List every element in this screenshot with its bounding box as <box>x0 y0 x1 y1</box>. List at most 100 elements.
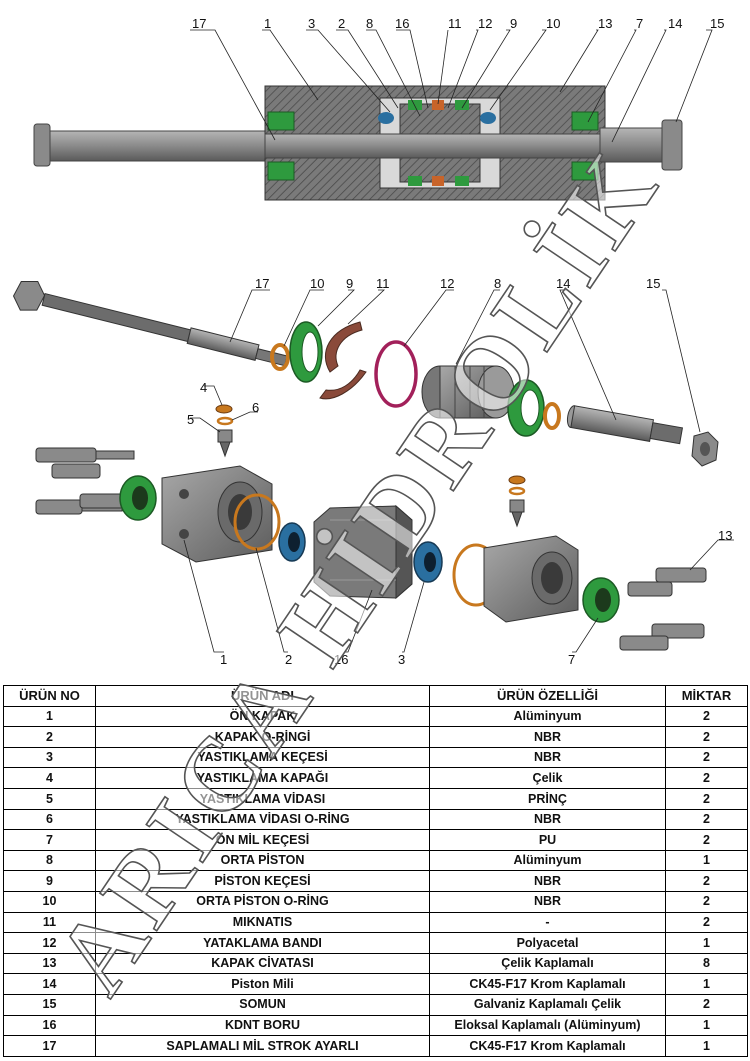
part-10-oring <box>270 343 290 371</box>
cell-no: 2 <box>3 726 96 748</box>
section-callout-9: 9 <box>510 16 517 31</box>
cell-qty: 8 <box>665 952 748 975</box>
cell-spec: NBR <box>429 808 666 831</box>
cushion-seal-left <box>378 112 394 124</box>
section-callouts <box>190 29 713 143</box>
exploded-callout-1: 1 <box>220 652 227 667</box>
part-11-magnet-b <box>319 369 367 400</box>
cell-qty: 2 <box>665 993 748 1016</box>
cell-name: ORTA PİSTON <box>95 849 430 872</box>
front-seal-left-b <box>267 161 295 181</box>
cell-name: ORTA PİSTON O-RİNG <box>95 890 430 913</box>
cell-spec: Alüminyum <box>429 705 666 728</box>
section-callout-13: 13 <box>598 16 612 31</box>
header-part-spec: ÜRÜN ÖZELLİĞİ <box>429 685 666 707</box>
cell-name: KDNT BORU <box>95 1014 430 1037</box>
section-callout-12: 12 <box>478 16 492 31</box>
cell-name: YASTIKLAMA VİDASI O-RİNG <box>95 808 430 831</box>
cell-spec: CK45-F17 Krom Kaplamalı <box>429 973 666 995</box>
front-seal-right-b <box>571 161 599 181</box>
cell-no: 15 <box>3 993 96 1016</box>
piston-seal-c <box>408 176 422 186</box>
section-callout-8: 8 <box>366 16 373 31</box>
exploded-callout-6: 6 <box>252 400 259 415</box>
cell-name: SOMUN <box>95 993 430 1016</box>
cell-name: YASTIKLAMA VİDASI <box>95 787 430 810</box>
exploded-callouts <box>183 289 734 653</box>
exploded-callout-11: 11 <box>376 276 390 291</box>
part-2-cover-oring-left <box>233 493 281 551</box>
exploded-callout-2: 2 <box>285 652 292 667</box>
cell-qty: 2 <box>665 726 748 748</box>
cell-spec: Çelik <box>429 767 666 789</box>
front-seal-right <box>571 111 599 131</box>
rod-nut-section <box>661 119 683 171</box>
cushion-seal-right <box>480 112 496 124</box>
cell-name: ÖN MİL KEÇESİ <box>95 829 430 851</box>
part-6-cushion-oring-b <box>508 486 526 496</box>
cell-name: KAPAK O-RİNGİ <box>95 726 430 748</box>
section-callout-2: 2 <box>338 16 345 31</box>
cell-name: KAPAK CİVATASI <box>95 952 430 975</box>
cell-qty: 1 <box>665 932 748 954</box>
cell-spec: Çelik Kaplamalı <box>429 952 666 975</box>
cell-spec: PU <box>429 829 666 851</box>
section-callout-1: 1 <box>264 16 271 31</box>
exploded-callout-14: 14 <box>556 276 570 291</box>
front-seal-left <box>267 111 295 131</box>
part-1-front-cover-right <box>483 535 579 623</box>
part-13-cover-bolts-right <box>619 567 707 651</box>
section-callout-11: 11 <box>448 16 462 31</box>
cell-spec: Galvaniz Kaplamalı Çelik <box>429 993 666 1016</box>
table-header-row: ÜRÜN NO ÜRÜN ADI ÜRÜN ÖZELLİĞİ MİKTAR <box>3 685 748 707</box>
part-17-stud-rod <box>12 280 288 367</box>
cell-spec: PRİNÇ <box>429 787 666 810</box>
part-4-cushion-cap <box>215 404 233 414</box>
cell-no: 17 <box>3 1035 96 1057</box>
cell-no: 5 <box>3 787 96 810</box>
cell-no: 11 <box>3 911 96 934</box>
cell-qty: 2 <box>665 767 748 789</box>
cell-spec: Eloksal Kaplamalı (Alüminyum) <box>429 1014 666 1037</box>
cell-no: 8 <box>3 849 96 872</box>
exploded-callout-10: 10 <box>310 276 324 291</box>
section-view: 17 1 3 2 8 16 11 12 9 10 13 7 14 15 <box>33 16 724 201</box>
part-14-piston-rod <box>566 405 684 445</box>
cell-no: 12 <box>3 932 96 954</box>
part-10-oring-b <box>543 402 561 430</box>
section-callout-3: 3 <box>308 16 315 31</box>
part-4-cushion-cap-b <box>508 475 526 485</box>
exploded-callout-13: 13 <box>718 528 732 543</box>
part-5-cushion-screw <box>217 429 233 458</box>
section-callout-7: 7 <box>636 16 643 31</box>
cell-qty: 2 <box>665 829 748 851</box>
cell-spec: NBR <box>429 870 666 892</box>
cell-qty: 2 <box>665 787 748 810</box>
cell-spec: CK45-F17 Krom Kaplamalı <box>429 1035 666 1057</box>
exploded-view: 17 10 9 11 12 8 14 15 4 6 5 13 1 2 16 3 … <box>12 276 734 667</box>
cell-name: SAPLAMALI MİL STROK AYARLI <box>95 1035 430 1057</box>
part-6-cushion-oring <box>216 416 234 426</box>
cell-no: 10 <box>3 890 96 913</box>
cell-qty: 1 <box>665 973 748 995</box>
cell-qty: 2 <box>665 890 748 913</box>
exploded-callout-16: 16 <box>334 652 348 667</box>
piston-seal-b <box>455 100 469 110</box>
cell-spec: Polyacetal <box>429 932 666 954</box>
exploded-callout-3: 3 <box>398 652 405 667</box>
cell-no: 1 <box>3 705 96 728</box>
section-callout-17: 17 <box>192 16 206 31</box>
section-callout-10: 10 <box>546 16 560 31</box>
